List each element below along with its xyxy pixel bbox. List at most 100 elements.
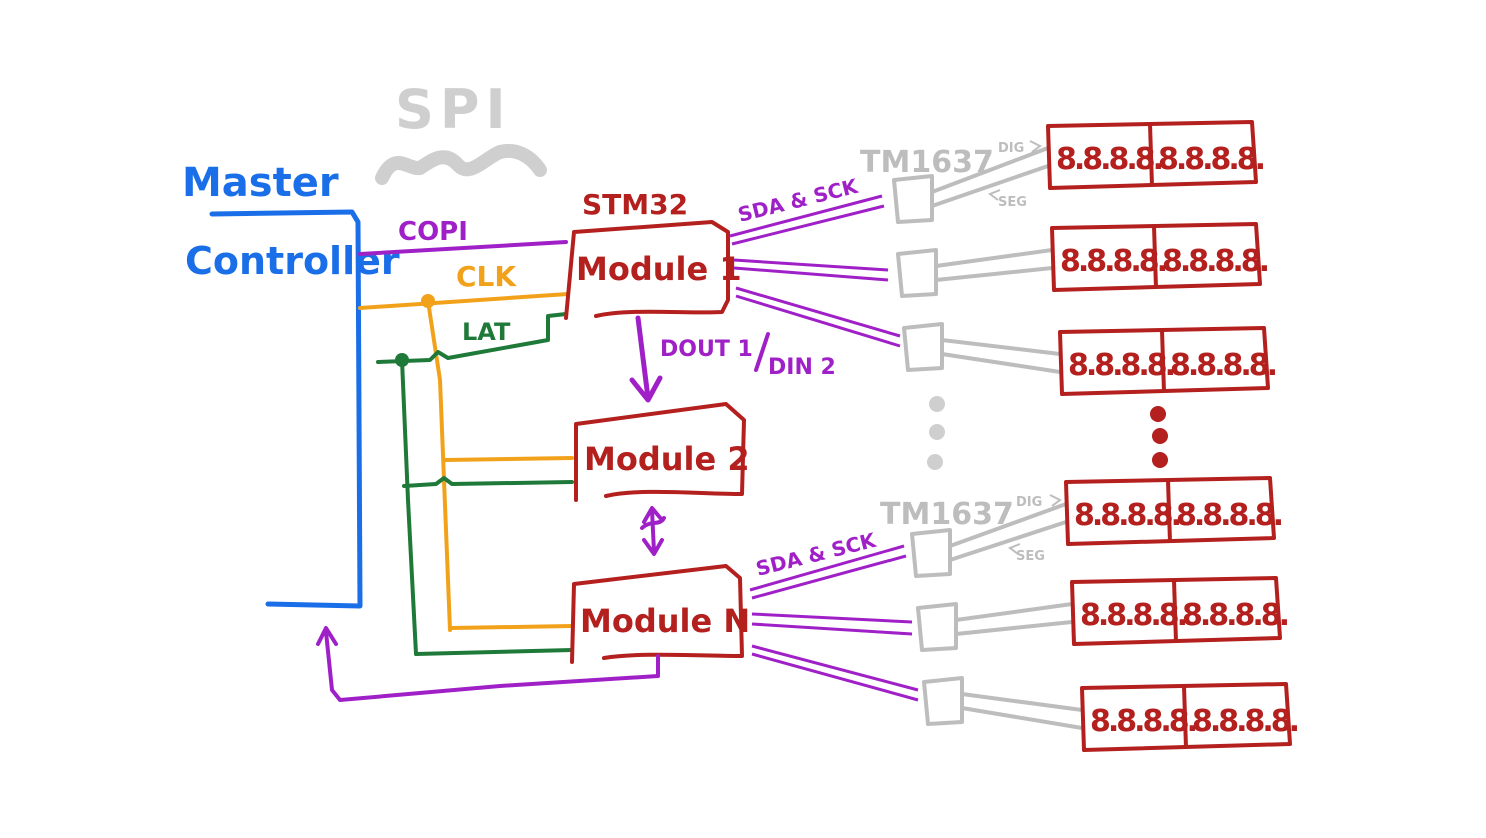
clk-signal: CLK bbox=[358, 260, 574, 632]
tm-wire bbox=[961, 692, 1083, 712]
tm-wire bbox=[941, 352, 1061, 374]
display-chain-2: 8.8.8.8.8.8.8.8. bbox=[896, 222, 1271, 298]
tm1637-bottom-label: TM1637 bbox=[880, 497, 1014, 532]
tm-dot bbox=[927, 454, 943, 470]
module-1-box bbox=[564, 220, 730, 320]
display-chain-5: 8.8.8.8.8.8.8.8. bbox=[916, 576, 1291, 652]
clk-to-module2 bbox=[443, 456, 574, 462]
dig-bottom-label: DIG bbox=[1016, 495, 1042, 510]
tm-wire bbox=[961, 706, 1083, 730]
display-dot bbox=[1152, 452, 1168, 468]
tm-dot bbox=[929, 396, 945, 412]
tm-wire bbox=[935, 266, 1053, 282]
tm-wire bbox=[931, 164, 1049, 208]
display-divider bbox=[1182, 685, 1188, 749]
seven-segment-digits: 8.8.8.8. bbox=[1074, 498, 1180, 533]
tm1637-chip bbox=[922, 676, 964, 726]
seven-segment-digits: 8.8.8.8. bbox=[1090, 704, 1196, 739]
display-chain-6: 8.8.8.8.8.8.8.8. bbox=[922, 676, 1301, 752]
module-2-label: Module 2 bbox=[584, 440, 750, 478]
module-n-label: Module N bbox=[580, 602, 750, 640]
sda-top-1b bbox=[731, 204, 885, 246]
seven-segment-digits: 8.8.8.8. bbox=[1080, 598, 1186, 633]
tm1637-chip bbox=[902, 322, 944, 372]
spi-annotation: SPI bbox=[375, 78, 547, 185]
module-n: Module N bbox=[570, 564, 750, 664]
sda-bot-3a bbox=[751, 644, 919, 692]
tm-dot bbox=[929, 424, 945, 440]
sda-top-3b bbox=[735, 294, 901, 348]
dout-arrow-line bbox=[635, 315, 651, 401]
module-n-box bbox=[570, 564, 744, 664]
sda-bot-2b bbox=[751, 622, 913, 636]
dig-arrow-icon bbox=[1029, 140, 1042, 153]
stm32-label: STM32 bbox=[582, 188, 688, 221]
sda-top-2a bbox=[733, 258, 889, 272]
seven-segment-digits: 8.8.8.8. bbox=[1056, 142, 1162, 177]
dout-label: DOUT 1 bbox=[660, 337, 753, 362]
module-2: Module 2 bbox=[574, 402, 750, 502]
tm-wire bbox=[955, 602, 1073, 622]
dig-top-label: DIG bbox=[998, 141, 1024, 156]
sda-bot-1a bbox=[749, 544, 905, 592]
dig-arrow-icon bbox=[1049, 494, 1062, 507]
lat-to-moduleN bbox=[414, 648, 574, 656]
display-chain-4: 8.8.8.8.8.8.8.8. bbox=[910, 476, 1285, 578]
tm-wire bbox=[941, 338, 1061, 356]
lat-signal: LAT bbox=[376, 312, 574, 656]
module2-to-n-arrow bbox=[640, 506, 666, 556]
tm1637-top-label: TM1637 bbox=[860, 145, 994, 180]
tm1637-chip bbox=[910, 528, 952, 578]
tm-ellipsis bbox=[927, 396, 945, 470]
dout-slash bbox=[754, 332, 770, 372]
display-divider bbox=[1172, 579, 1178, 643]
lat-line-main bbox=[376, 312, 568, 364]
copi-line bbox=[358, 240, 568, 256]
spi-squiggle bbox=[375, 144, 547, 185]
master-bracket bbox=[209, 209, 363, 609]
seg-top-label: SEG bbox=[998, 195, 1027, 210]
tm-wire bbox=[955, 620, 1073, 636]
lat-label: LAT bbox=[462, 318, 511, 346]
clk-to-moduleN bbox=[450, 624, 574, 630]
display-dot bbox=[1150, 406, 1166, 422]
lat-to-module2 bbox=[402, 476, 574, 488]
seg-bottom-label: SEG bbox=[1016, 549, 1045, 564]
display-divider bbox=[1152, 225, 1158, 289]
return-arrow-head bbox=[316, 626, 338, 646]
display-chains: 8.8.8.8.8.8.8.8.8.8.8.8.8.8.8.8.8.8.8.8.… bbox=[892, 120, 1301, 752]
seven-segment-digits: 8.8.8.8. bbox=[1182, 598, 1288, 633]
module-2-box bbox=[574, 402, 746, 502]
display-dot bbox=[1152, 428, 1168, 444]
seg-arrow-icon bbox=[987, 189, 1001, 201]
seven-segment-digits: 8.8.8.8. bbox=[1192, 704, 1298, 739]
tm1637-chip bbox=[892, 174, 934, 224]
display-ellipsis bbox=[1150, 406, 1168, 468]
module-1-label: Module 1 bbox=[576, 250, 742, 288]
sda-top-2b bbox=[733, 266, 889, 282]
sda-sck-top: SDA & SCK bbox=[729, 174, 901, 348]
sda-sck-bottom: SDA & SCK bbox=[749, 528, 919, 702]
seven-segment-digits: 8.8.8.8. bbox=[1176, 498, 1282, 533]
sda-bot-1b bbox=[751, 554, 907, 600]
clk-line-main bbox=[358, 292, 570, 310]
seven-segment-digits: 8.8.8.8. bbox=[1068, 348, 1174, 383]
tm1637-chip bbox=[916, 602, 958, 652]
spi-label: SPI bbox=[395, 78, 512, 141]
clk-bus-vertical bbox=[426, 299, 452, 632]
module-1: STM32 Module 1 bbox=[564, 188, 742, 320]
daisy-chain-arrow: DOUT 1 DIN 2 bbox=[629, 315, 836, 556]
seven-segment-digits: 8.8.8.8. bbox=[1162, 244, 1268, 279]
master-label-line2: Controller bbox=[185, 239, 400, 283]
display-divider bbox=[1148, 123, 1154, 187]
dout-arrow-head bbox=[629, 375, 663, 403]
tm-wire bbox=[949, 502, 1067, 548]
display-chain-1: 8.8.8.8.8.8.8.8. bbox=[892, 120, 1267, 224]
clk-label: CLK bbox=[456, 260, 517, 293]
display-divider bbox=[1166, 479, 1172, 543]
tm1637-chip bbox=[896, 248, 938, 298]
seven-segment-digits: 8.8.8.8. bbox=[1170, 348, 1276, 383]
seven-segment-digits: 8.8.8.8. bbox=[1158, 142, 1264, 177]
return-line bbox=[324, 630, 660, 702]
